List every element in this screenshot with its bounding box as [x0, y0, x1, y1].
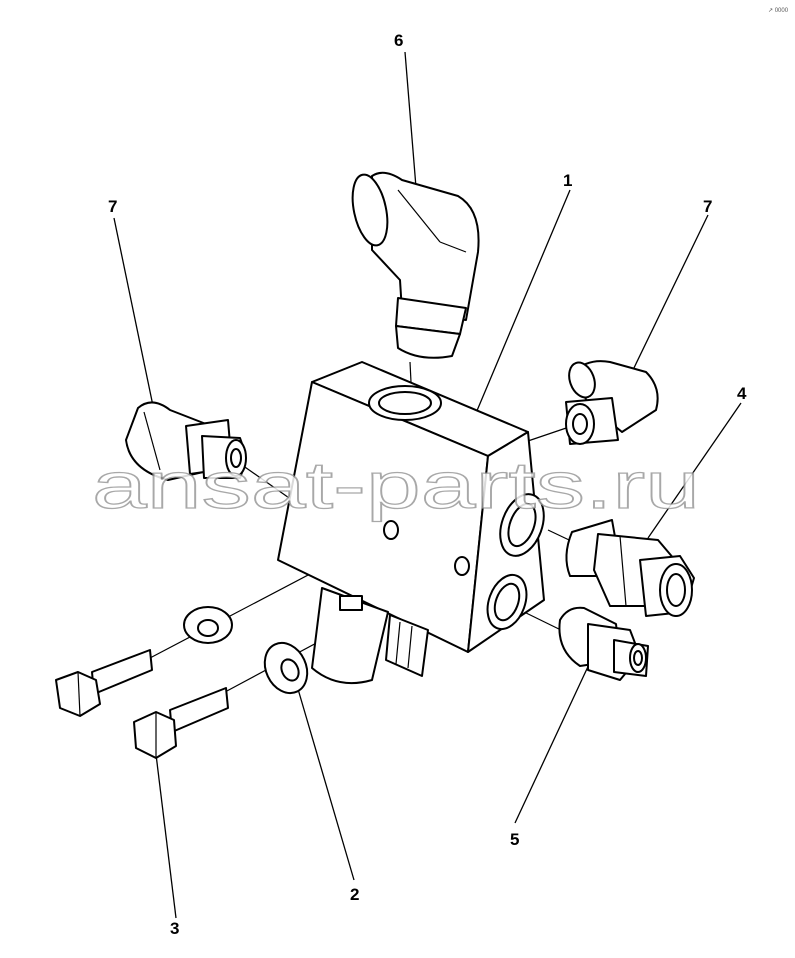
callout-7-right: 7 [703, 197, 712, 216]
callouts: 1 2 3 4 5 6 7 7 [108, 31, 747, 938]
callout-5: 5 [510, 830, 519, 849]
callout-6: 6 [394, 31, 403, 50]
elbow-fitting-top [351, 171, 480, 359]
callout-1: 1 [563, 171, 572, 190]
elbow-fitting-left [125, 401, 247, 481]
callout-3: 3 [170, 919, 179, 938]
corner-mark: ↗ 0000 [768, 8, 789, 14]
washer-lower [263, 641, 309, 695]
callout-2: 2 [350, 885, 359, 904]
callout-7-left: 7 [108, 197, 117, 216]
bolt-lower [133, 687, 229, 759]
valve-block [277, 361, 545, 685]
callout-4: 4 [737, 384, 747, 403]
straight-fitting-4 [565, 519, 695, 617]
elbow-fitting-right [565, 360, 659, 445]
washer-upper [183, 606, 233, 644]
watermark-text: ansat-parts.ru [92, 448, 700, 522]
straight-fitting-5 [558, 606, 649, 681]
bolt-upper [55, 649, 153, 717]
